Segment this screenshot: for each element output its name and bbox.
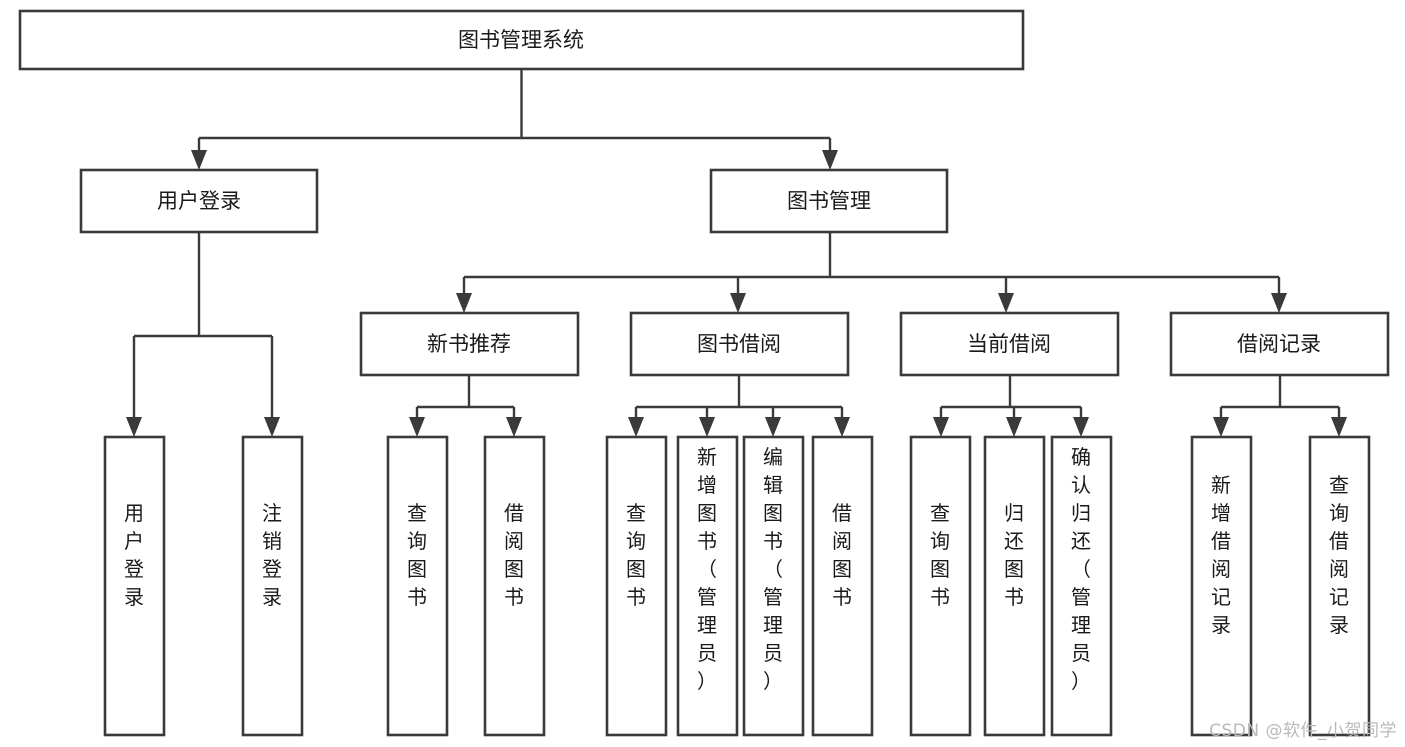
arrow-head-new-book-recommend (456, 293, 472, 313)
arrow-head-leaf-borrow-book-2 (834, 417, 850, 437)
node-leaf-add-book-rect[interactable] (676, 435, 739, 737)
node-leaf-add-record-rect[interactable] (1190, 435, 1253, 737)
nodes-layer: 图书管理系统 用户登录 图书管理 新书推荐 图书借阅 当前 (18, 9, 1390, 737)
node-book-borrow-label: 图书借阅 (697, 332, 781, 356)
node-root[interactable]: 图书管理系统 (18, 9, 1025, 71)
node-new-book-recommend-rect[interactable] (359, 311, 580, 377)
arrow-head-user-login (191, 150, 207, 170)
node-leaf-query-book-2-rect[interactable] (605, 435, 668, 737)
arrow-head-leaf-edit-book (765, 417, 781, 437)
node-leaf-confirm-return-rect[interactable] (1050, 435, 1113, 737)
node-book-management-rect[interactable] (709, 168, 949, 234)
node-new-book-recommend-label: 新书推荐 (427, 332, 511, 356)
node-leaf-query-book-3[interactable]: 查询图书 (909, 435, 972, 737)
arrow-head-book-borrow (730, 293, 746, 313)
node-leaf-borrow-book-1[interactable]: 借阅图书 (483, 435, 546, 737)
node-current-borrow-label: 当前借阅 (967, 332, 1051, 356)
node-leaf-query-record-rect[interactable] (1308, 435, 1371, 737)
arrow-head-leaf-logout (264, 417, 280, 437)
node-borrow-record-label: 借阅记录 (1237, 332, 1321, 356)
node-book-management[interactable]: 图书管理 (709, 168, 949, 234)
node-leaf-add-record[interactable]: 新增借阅记录 (1190, 435, 1253, 737)
arrow-head-leaf-confirm-return (1073, 417, 1089, 437)
node-leaf-logout[interactable]: 注销登录 (241, 435, 304, 737)
arrow-head-leaf-user-login (126, 417, 142, 437)
node-leaf-query-book-3-rect[interactable] (909, 435, 972, 737)
node-leaf-user-login[interactable]: 用户登录 (103, 435, 166, 737)
node-leaf-add-book[interactable]: 新增图书（管理员） (676, 435, 739, 737)
node-user-login-label: 用户登录 (157, 189, 241, 213)
node-leaf-query-record-label: 查询借阅记录 (1329, 473, 1349, 637)
node-leaf-borrow-book-1-rect[interactable] (483, 435, 546, 737)
node-leaf-return-book-rect[interactable] (983, 435, 1046, 737)
node-leaf-edit-book-rect[interactable] (742, 435, 805, 737)
arrow-head-borrow-record (1271, 293, 1287, 313)
arrow-head-leaf-add-record (1213, 417, 1229, 437)
node-leaf-query-book-2[interactable]: 查询图书 (605, 435, 668, 737)
node-leaf-return-book[interactable]: 归还图书 (983, 435, 1046, 737)
node-leaf-query-book-1-rect[interactable] (386, 435, 449, 737)
arrow-head-leaf-add-book (699, 417, 715, 437)
node-leaf-edit-book-label: 编辑图书（管理员） (763, 445, 783, 693)
node-leaf-user-login-rect[interactable] (103, 435, 166, 737)
node-leaf-edit-book[interactable]: 编辑图书（管理员） (742, 435, 805, 737)
arrow-head-leaf-borrow-book-1 (506, 417, 522, 437)
node-leaf-confirm-return-label: 确认归还（管理员） (1071, 445, 1091, 693)
arrow-head-book-management (822, 150, 838, 170)
node-leaf-query-book-3-label: 查询图书 (930, 501, 950, 609)
node-book-borrow-rect[interactable] (629, 311, 850, 377)
node-leaf-borrow-book-2-label: 借阅图书 (832, 501, 852, 609)
node-leaf-query-record[interactable]: 查询借阅记录 (1308, 435, 1371, 737)
node-leaf-add-book-label: 新增图书（管理员） (697, 445, 717, 693)
arrow-head-leaf-query-book-2 (628, 417, 644, 437)
node-leaf-query-book-1[interactable]: 查询图书 (386, 435, 449, 737)
node-leaf-borrow-book-2-rect[interactable] (811, 435, 874, 737)
node-book-borrow[interactable]: 图书借阅 (629, 311, 850, 377)
node-leaf-query-book-2-label: 查询图书 (626, 501, 646, 609)
node-leaf-borrow-book-2[interactable]: 借阅图书 (811, 435, 874, 737)
arrow-head-leaf-query-record (1331, 417, 1347, 437)
node-current-borrow-rect[interactable] (899, 311, 1120, 377)
node-leaf-user-login-label: 用户登录 (124, 501, 144, 609)
arrow-head-leaf-query-book-3 (933, 417, 949, 437)
node-leaf-add-record-label: 新增借阅记录 (1211, 473, 1231, 637)
node-root-label: 图书管理系统 (458, 28, 584, 52)
node-leaf-return-book-label: 归还图书 (1004, 501, 1024, 609)
node-new-book-recommend[interactable]: 新书推荐 (359, 311, 580, 377)
watermark-label: CSDN @软件_小贺同学 (1209, 721, 1397, 741)
node-leaf-borrow-book-1-label: 借阅图书 (504, 501, 524, 609)
node-leaf-logout-rect[interactable] (241, 435, 304, 737)
node-leaf-logout-label: 注销登录 (262, 501, 282, 609)
node-borrow-record[interactable]: 借阅记录 (1169, 311, 1390, 377)
node-current-borrow[interactable]: 当前借阅 (899, 311, 1120, 377)
node-leaf-confirm-return[interactable]: 确认归还（管理员） (1050, 435, 1113, 737)
arrow-head-leaf-query-book-1 (409, 417, 425, 437)
arrow-head-leaf-return-book (1006, 417, 1022, 437)
node-leaf-query-book-1-label: 查询图书 (407, 501, 427, 609)
connectors-layer (126, 69, 1347, 437)
node-root-rect[interactable] (18, 9, 1025, 71)
node-book-management-label: 图书管理 (787, 189, 871, 213)
arrow-head-current-borrow (998, 293, 1014, 313)
node-user-login-rect[interactable] (79, 168, 319, 234)
node-borrow-record-rect[interactable] (1169, 311, 1390, 377)
node-user-login[interactable]: 用户登录 (79, 168, 319, 234)
